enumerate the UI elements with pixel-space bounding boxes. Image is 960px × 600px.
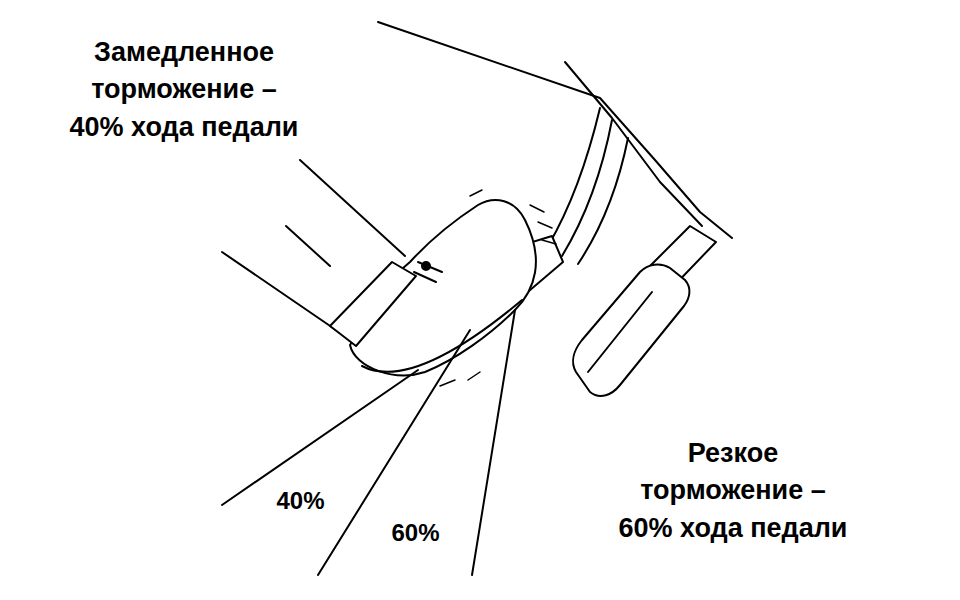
accelerator-pad (573, 265, 689, 396)
caption-text: Замедленное торможение – 40% хода педали (69, 34, 300, 146)
firewall-line (378, 22, 732, 238)
shoe-sole (362, 300, 522, 372)
leader-line (222, 370, 418, 505)
trouser-leg (286, 226, 330, 266)
leader-line (472, 310, 515, 575)
percent-label: 60% (392, 516, 440, 549)
caption-text: Резкое торможение – 60% хода педали (618, 435, 849, 547)
trouser-cuff (330, 262, 416, 346)
pedal-arm (578, 138, 628, 264)
motion-stroke (440, 190, 556, 386)
leader-line (318, 330, 470, 575)
trouser-leg (222, 252, 336, 330)
accelerator-pad (588, 292, 652, 372)
shoe-lace (414, 262, 442, 282)
pedal-arm (548, 108, 600, 246)
trouser-leg (300, 160, 405, 256)
percent-label: 40% (277, 484, 325, 517)
shoe-lace (422, 262, 430, 270)
pedal-arm (562, 120, 612, 256)
firewall-line (565, 62, 702, 226)
